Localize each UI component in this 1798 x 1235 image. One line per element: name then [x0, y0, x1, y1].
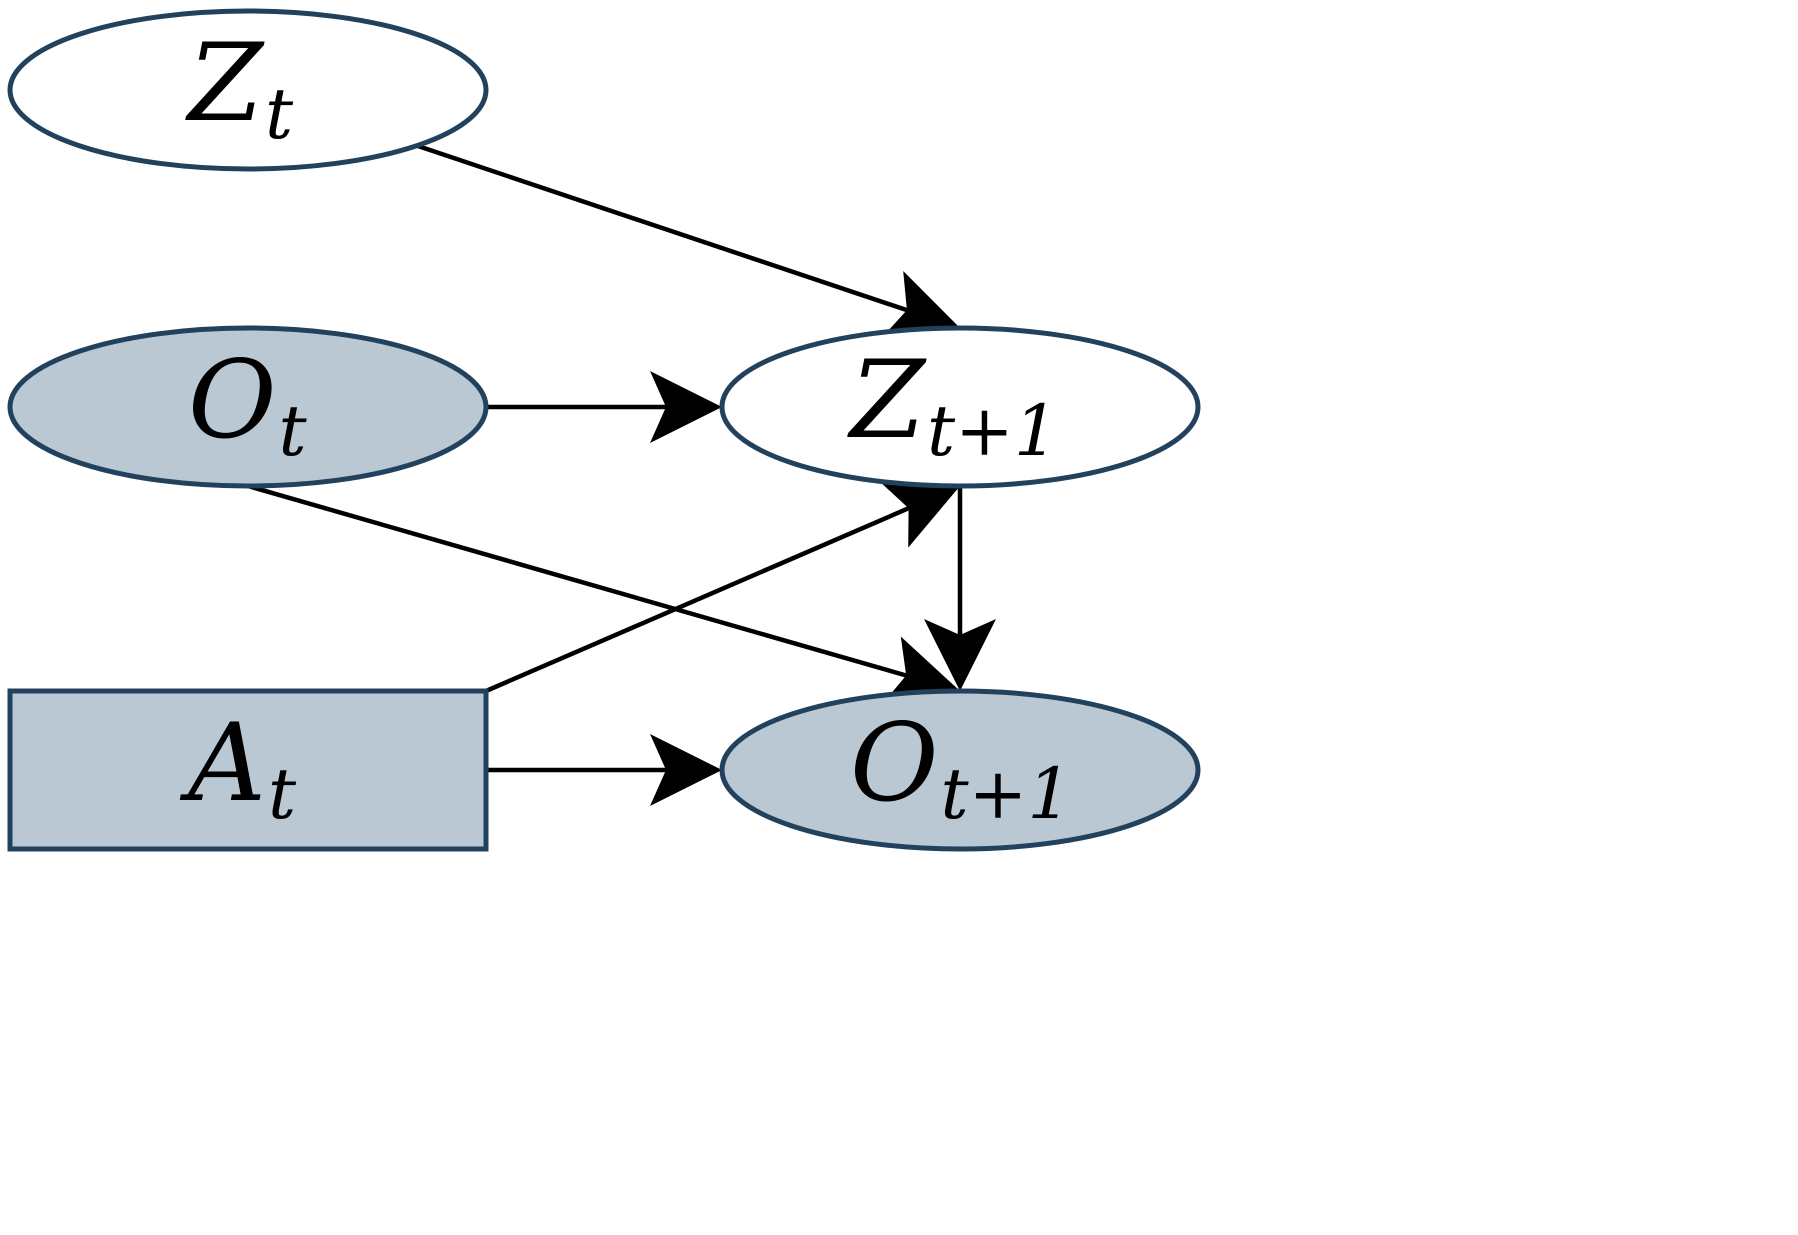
edge-At-to-Zt1 — [485, 481, 960, 694]
node-Ot: Ot — [7, 325, 489, 489]
edge-At-to-Ot1 — [486, 734, 722, 806]
node-rectangle — [7, 688, 489, 852]
arrowhead-icon — [924, 619, 996, 691]
edges-layer — [247, 142, 996, 806]
node-subscript: t — [265, 73, 294, 155]
node-Zt: Zt — [7, 8, 489, 172]
node-ellipse — [7, 8, 489, 172]
node-symbol: A — [179, 701, 266, 826]
node-ellipse — [719, 688, 1201, 852]
edge-Ot-to-Zt1 — [486, 371, 722, 443]
node-ellipse — [7, 325, 489, 489]
edge-line — [414, 142, 908, 313]
node-Ot1: Ot+1 — [719, 688, 1201, 852]
node-ellipse — [719, 325, 1201, 489]
node-subscript: t+1 — [927, 390, 1058, 472]
node-symbol: Z — [847, 338, 927, 463]
node-Zt1: Zt+1 — [719, 325, 1201, 489]
node-label: Zt+1 — [847, 338, 1058, 472]
node-label: Zt — [185, 21, 294, 155]
arrowhead-icon — [650, 371, 722, 443]
node-subscript: t — [279, 390, 308, 472]
node-At: At — [7, 688, 489, 852]
edge-line — [485, 506, 910, 694]
arrowhead-icon — [879, 481, 960, 548]
arrowhead-icon — [880, 636, 960, 706]
node-symbol: Z — [185, 21, 265, 146]
node-symbol: O — [850, 701, 939, 826]
node-label: Ot+1 — [850, 701, 1072, 835]
edge-Zt-to-Zt1 — [414, 142, 960, 340]
node-label: At — [179, 701, 297, 835]
node-label: Ot — [188, 338, 308, 472]
edge-Zt1-to-Ot1 — [924, 486, 996, 691]
arrowhead-icon — [880, 270, 960, 340]
node-subscript: t+1 — [941, 753, 1072, 835]
node-subscript: t — [268, 753, 297, 835]
edge-Ot-to-Ot1 — [247, 483, 960, 706]
node-symbol: O — [188, 338, 277, 463]
edge-line — [247, 483, 907, 678]
arrowhead-icon — [650, 734, 722, 806]
